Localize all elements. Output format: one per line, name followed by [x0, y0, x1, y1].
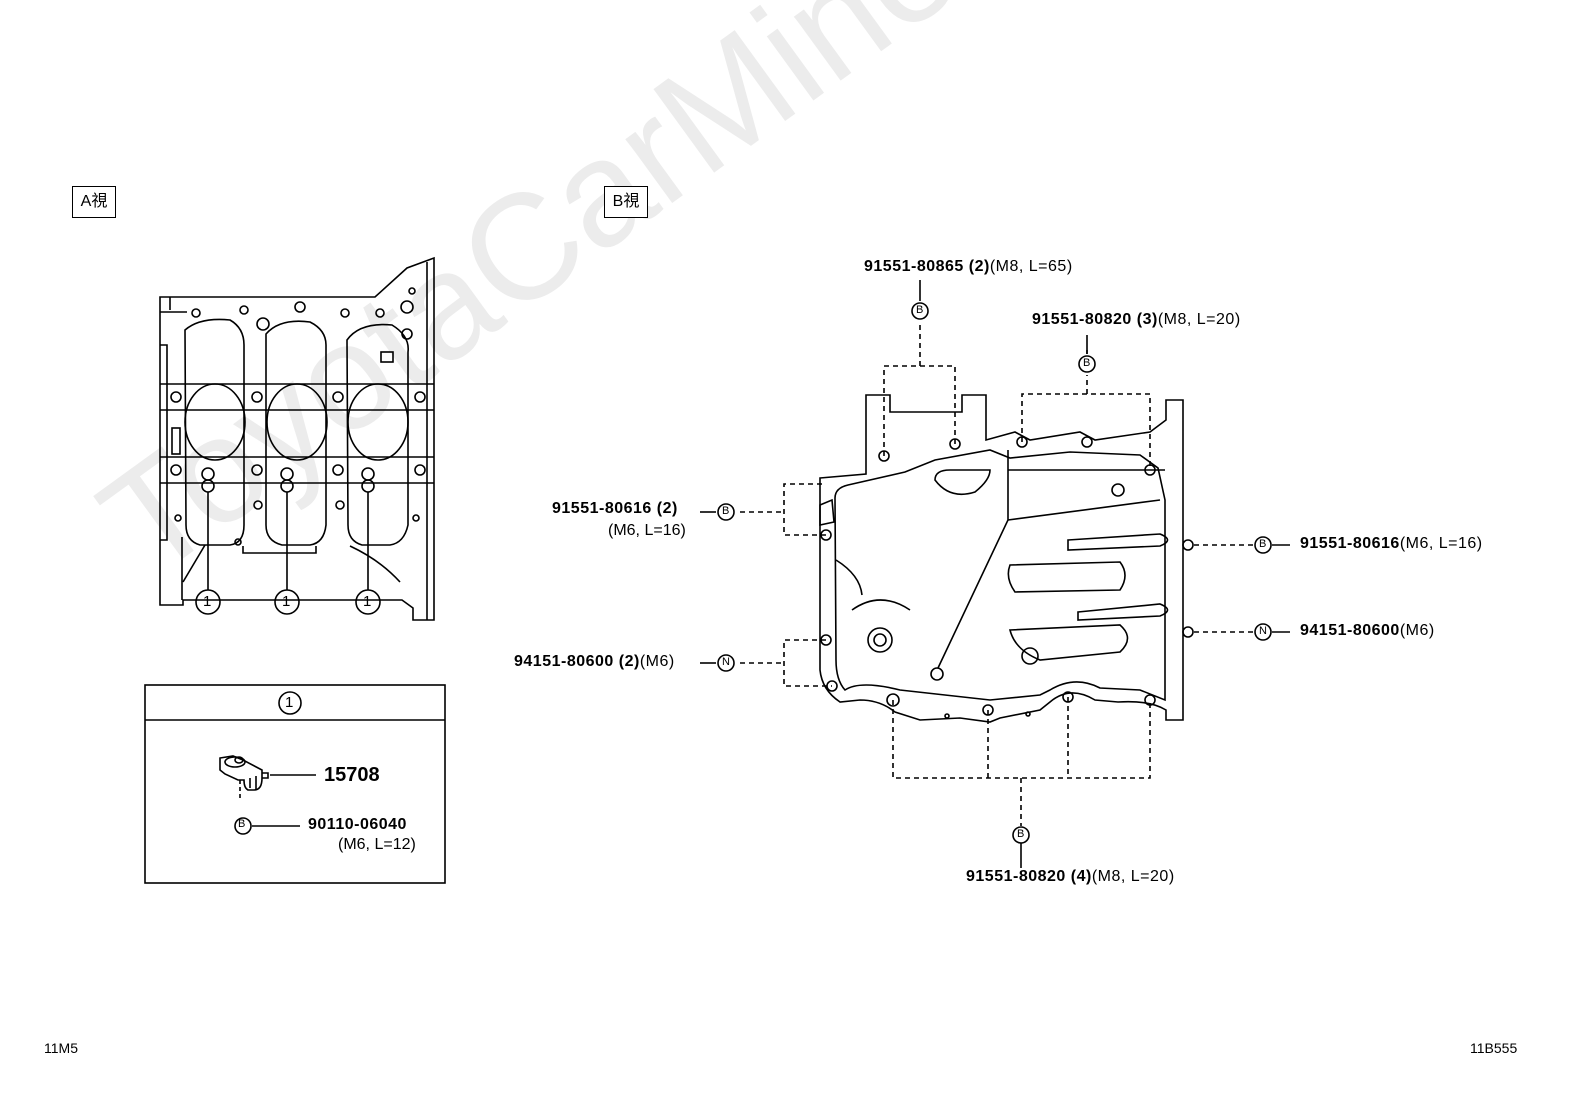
part-90110-06040-spec: (M6, L=12)	[338, 836, 416, 853]
bolt-symbol-3: B	[722, 505, 730, 517]
detail-box-frame	[144, 684, 446, 884]
part-94151-80600-right-label[interactable]: 94151-80600(M6)	[1300, 622, 1435, 639]
part-91551-80820-top-label[interactable]: 91551-80820 (3)(M8, L=20)	[1032, 311, 1241, 328]
view-b-label: B視	[604, 186, 648, 218]
part-91551-80616-left-label[interactable]: 91551-80616 (2)	[552, 500, 678, 517]
leader-lines	[740, 322, 1254, 826]
part-91551-80865-label[interactable]: 91551-80865 (2)(M8, L=65)	[864, 258, 1073, 275]
part-91551-80820-bottom-label[interactable]: 91551-80820 (4)(M8, L=20)	[966, 868, 1175, 885]
callout-1-c[interactable]: 1	[363, 593, 372, 610]
part-15708-label[interactable]: 15708	[324, 764, 380, 786]
bolt-symbol-2: B	[1083, 357, 1091, 369]
oil-jet-drawing	[219, 755, 269, 800]
callout-1-a[interactable]: 1	[203, 593, 212, 610]
bolt-symbol-detail: B	[238, 818, 246, 830]
view-a-label: A視	[72, 186, 116, 218]
callout-1-b[interactable]: 1	[282, 593, 291, 610]
part-90110-06040-label[interactable]: 90110-06040	[308, 816, 407, 833]
part-91551-80616-right-label[interactable]: 91551-80616(M6, L=16)	[1300, 535, 1483, 552]
bolt-symbol-4: B	[1259, 538, 1267, 550]
nut-symbol-1: N	[722, 656, 730, 668]
bolt-symbol-1: B	[916, 304, 924, 316]
part-91551-80616-left-spec: (M6, L=16)	[608, 522, 686, 539]
nut-symbol-2: N	[1259, 625, 1267, 637]
corner-code-right: 11B555	[1470, 1040, 1518, 1056]
oil-pan-drawing	[819, 394, 1194, 723]
cylinder-block-drawing	[159, 256, 435, 621]
bolt-symbol-5: B	[1017, 828, 1025, 840]
part-94151-80600-left-label[interactable]: 94151-80600 (2)(M6)	[514, 653, 675, 670]
detail-callout: 1	[285, 694, 294, 711]
corner-code-left: 11M5	[44, 1040, 78, 1056]
